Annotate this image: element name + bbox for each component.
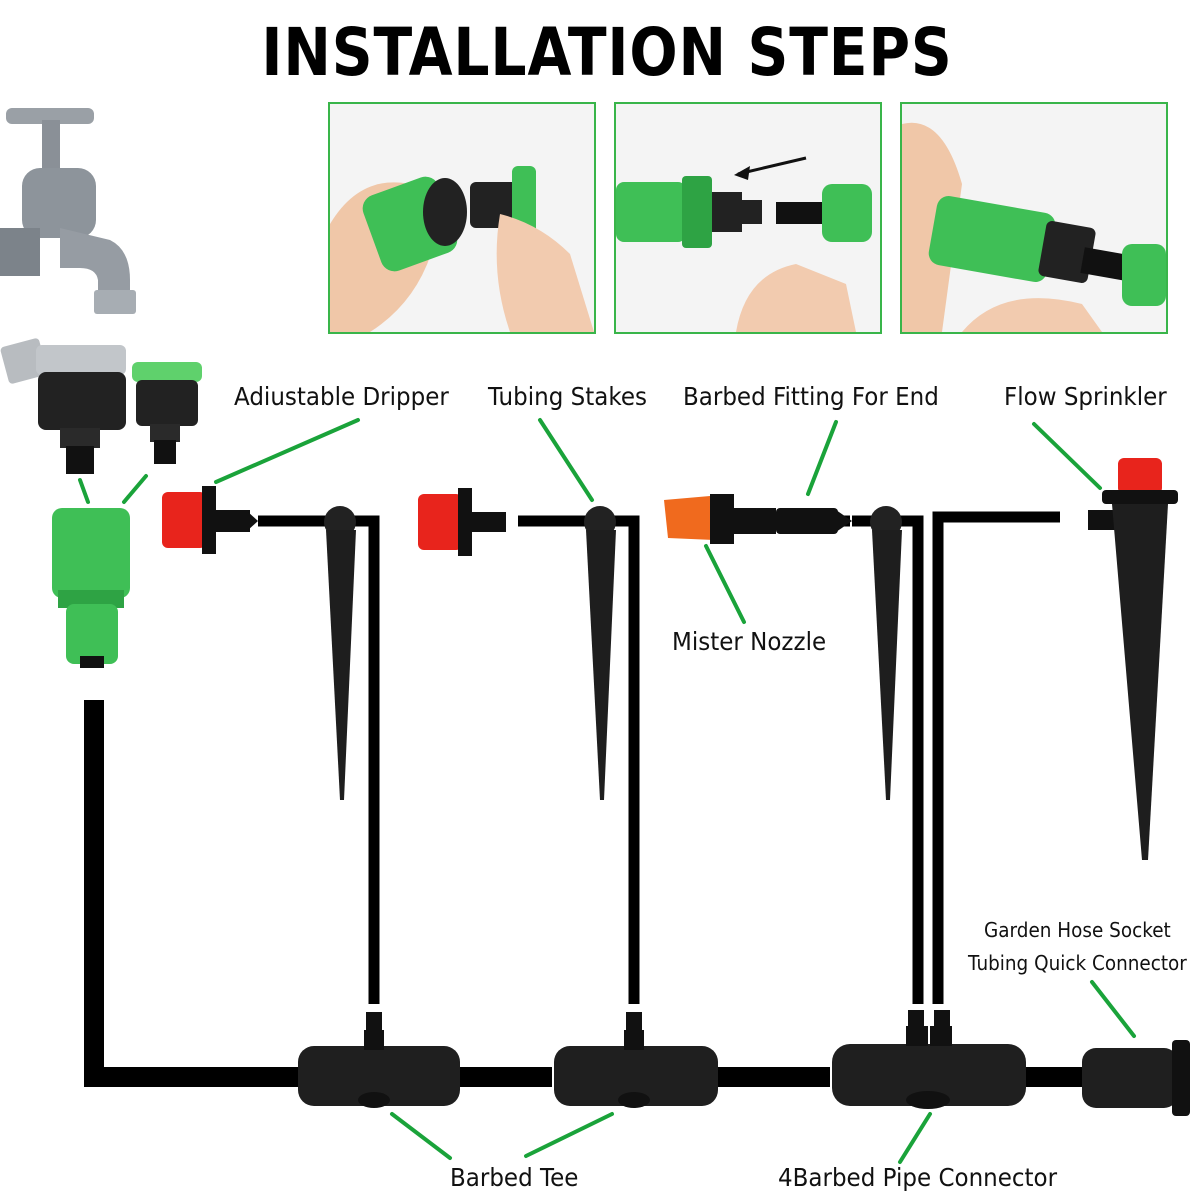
leader-barbed-tee-2 bbox=[524, 1112, 614, 1158]
label-flow-sprinkler: Flow Sprinkler bbox=[1004, 382, 1167, 411]
adjustable-dripper-icon bbox=[162, 486, 258, 554]
barbed-fitting-end-icon bbox=[776, 508, 852, 534]
page-title: INSTALLATION STEPS bbox=[261, 14, 953, 91]
leader-adapter-large bbox=[78, 478, 90, 504]
leader-adapter-small bbox=[122, 474, 148, 504]
leader-barbed-tee-1 bbox=[390, 1112, 452, 1160]
leader-pipe-connector bbox=[898, 1112, 932, 1164]
barbed-tee-1-icon bbox=[298, 1012, 460, 1108]
label-barbed-tee: Barbed Tee bbox=[450, 1163, 579, 1192]
leader-barbed-fitting-end bbox=[806, 420, 838, 496]
hose-quick-connector-icon bbox=[52, 508, 130, 668]
leader-hose-socket bbox=[1090, 980, 1136, 1038]
tubing-stake-1-icon bbox=[324, 506, 356, 800]
leader-mister-nozzle bbox=[704, 544, 746, 624]
label-tubing-quick-connector: Tubing Quick Connector bbox=[968, 951, 1187, 975]
step-1-illustration bbox=[330, 104, 594, 332]
step-1-panel bbox=[328, 102, 596, 334]
label-garden-hose-socket: Garden Hose Socket bbox=[984, 918, 1171, 942]
label-adjustable-dripper: Adiustable Dripper bbox=[234, 382, 449, 411]
faucet-adapter-large-icon bbox=[0, 338, 126, 474]
adjustable-dripper-2-icon bbox=[418, 488, 506, 556]
label-tubing-stakes: Tubing Stakes bbox=[488, 382, 647, 411]
step-3-panel bbox=[900, 102, 1168, 334]
step-2-panel bbox=[614, 102, 882, 334]
branch-tubing bbox=[258, 511, 1060, 1004]
garden-hose-socket-icon bbox=[1082, 1040, 1190, 1116]
main-tubing bbox=[84, 700, 1082, 1087]
leader-flow-sprinkler bbox=[1032, 422, 1102, 490]
leader-lines bbox=[78, 418, 1136, 1164]
step-3-illustration bbox=[902, 104, 1166, 332]
tubing-stake-2-icon bbox=[584, 506, 616, 800]
leader-tubing-stakes bbox=[538, 418, 594, 502]
mister-nozzle-icon bbox=[664, 494, 776, 544]
barbed-tee-2-icon bbox=[554, 1012, 718, 1108]
label-pipe-connector: 4Barbed Pipe Connector bbox=[778, 1163, 1058, 1192]
label-mister-nozzle: Mister Nozzle bbox=[672, 627, 827, 656]
flow-sprinkler-icon bbox=[1088, 458, 1178, 860]
label-barbed-fitting-end: Barbed Fitting For End bbox=[683, 382, 939, 411]
step-2-illustration bbox=[616, 104, 880, 332]
tubing-stake-3-icon bbox=[870, 506, 902, 800]
faucet-icon bbox=[0, 108, 136, 314]
faucet-adapter-small-icon bbox=[132, 362, 202, 464]
four-barbed-pipe-connector-icon bbox=[832, 1010, 1026, 1109]
leader-adjustable-dripper bbox=[214, 418, 360, 484]
